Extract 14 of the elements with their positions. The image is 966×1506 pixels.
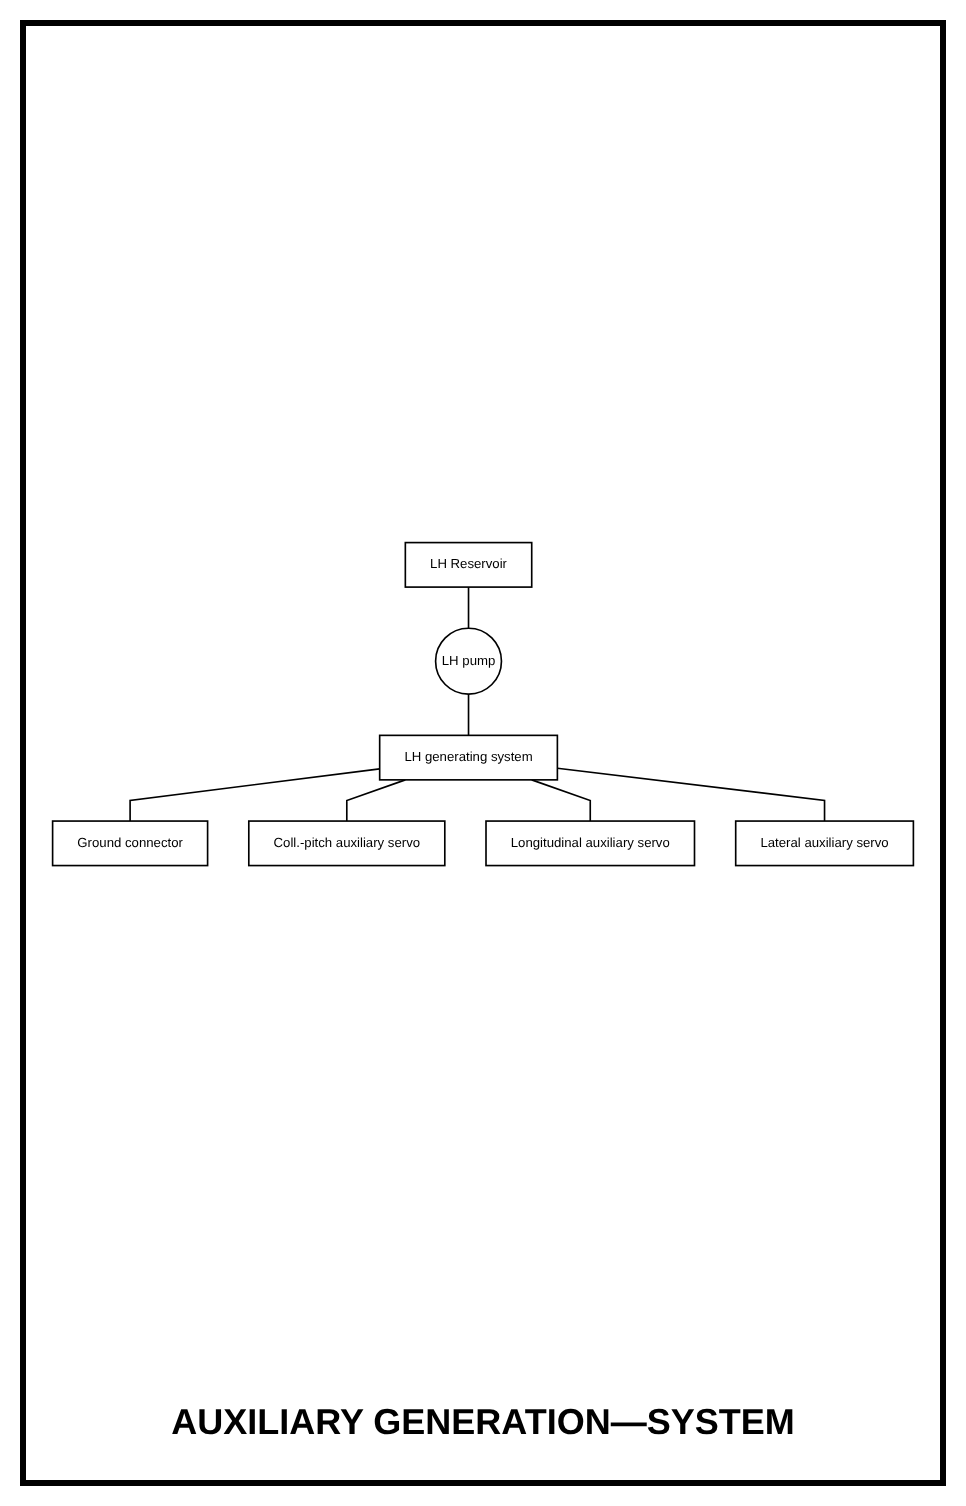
node-box	[404, 541, 533, 588]
node-box	[485, 820, 696, 867]
connector	[556, 767, 826, 822]
connector	[467, 693, 470, 737]
node-box	[734, 820, 915, 867]
node-circle	[434, 627, 503, 695]
node-box	[378, 734, 559, 781]
connector	[345, 778, 407, 822]
connector	[467, 586, 470, 630]
connector	[129, 767, 381, 822]
node-box	[51, 820, 209, 867]
connector	[530, 778, 592, 822]
node-box	[247, 820, 446, 867]
caption: AUXILIARY GENERATION—SYSTEM	[169, 1400, 797, 1446]
